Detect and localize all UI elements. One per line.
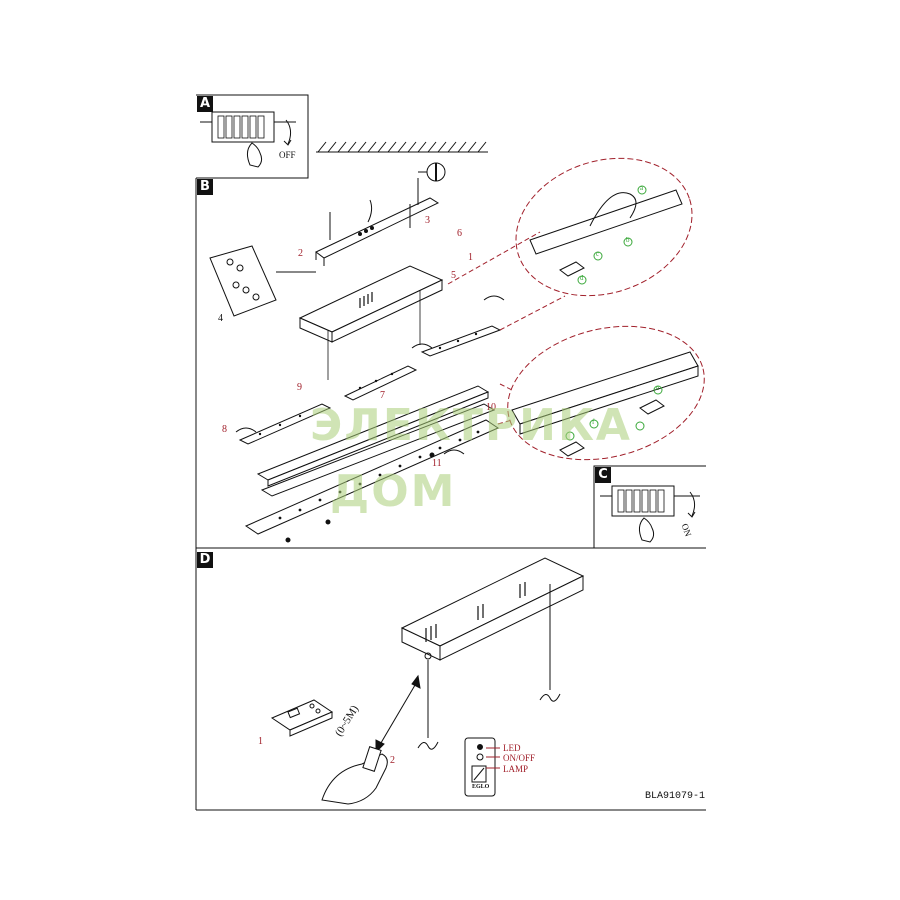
hand-with-remote [321,746,388,805]
panel-label-d: D [197,552,213,568]
suspension-cables [327,290,421,380]
step-7: 7 [380,390,385,401]
step-5: 5 [451,270,456,281]
step-2: 2 [298,248,303,259]
lamp-body [238,325,502,535]
switchboard-off-illustration [200,111,296,168]
connector-detail-lower [507,325,705,461]
switch-off-label: OFF [279,150,296,160]
button-onoff-label: ON/OFF [503,753,536,763]
step-9: 9 [297,382,302,393]
canopy-box [298,265,444,343]
range-arrow [375,674,421,754]
watermark-line1: ЭЛЕКТРИКА [310,400,632,451]
switchboard-on-illustration [600,485,700,543]
diffuser-pattern [258,332,480,520]
step-1: 1 [468,252,473,263]
watermark-line2: ДОМ [330,466,457,517]
detail-label-e: e [656,384,660,392]
step-d-2: 2 [390,755,395,766]
step-d-1: 1 [258,736,263,747]
detail-label-d: d [580,274,584,282]
remote-on-table [270,699,334,737]
fixing-screws [285,452,435,543]
installed-canopy [400,557,585,661]
step-10: 10 [486,402,496,413]
button-led-label: LED [503,743,521,753]
receiver-brand: EGLO [472,784,490,790]
detail-label-f: f [592,418,595,426]
detail-label-c: c [596,250,600,258]
mounting-bracket [315,178,440,266]
button-lamp-label: LAMP [503,764,529,774]
step-3: 3 [425,215,430,226]
panel-label-c: C [595,467,611,483]
panel-label-a: A [197,96,213,112]
step-11: 11 [432,458,442,469]
installed-cables [417,584,561,750]
step-6: 6 [457,228,462,239]
detail-label-a: a [640,184,644,192]
detail-markers [565,185,663,441]
screwdriver-icon [418,162,446,182]
panel-frames [195,94,706,811]
step-4: 4 [218,313,223,324]
terminal-block-detail [209,245,316,317]
detail-label-b: b [626,236,630,244]
panel-label-b: B [197,179,213,195]
wall-receiver [464,737,500,797]
step-8: 8 [222,424,227,435]
drawing-code: BLA91079-1 [645,791,706,802]
turn-arrows [235,295,505,455]
connector-detail-upper [515,157,693,297]
ceiling-hatch [316,141,488,153]
